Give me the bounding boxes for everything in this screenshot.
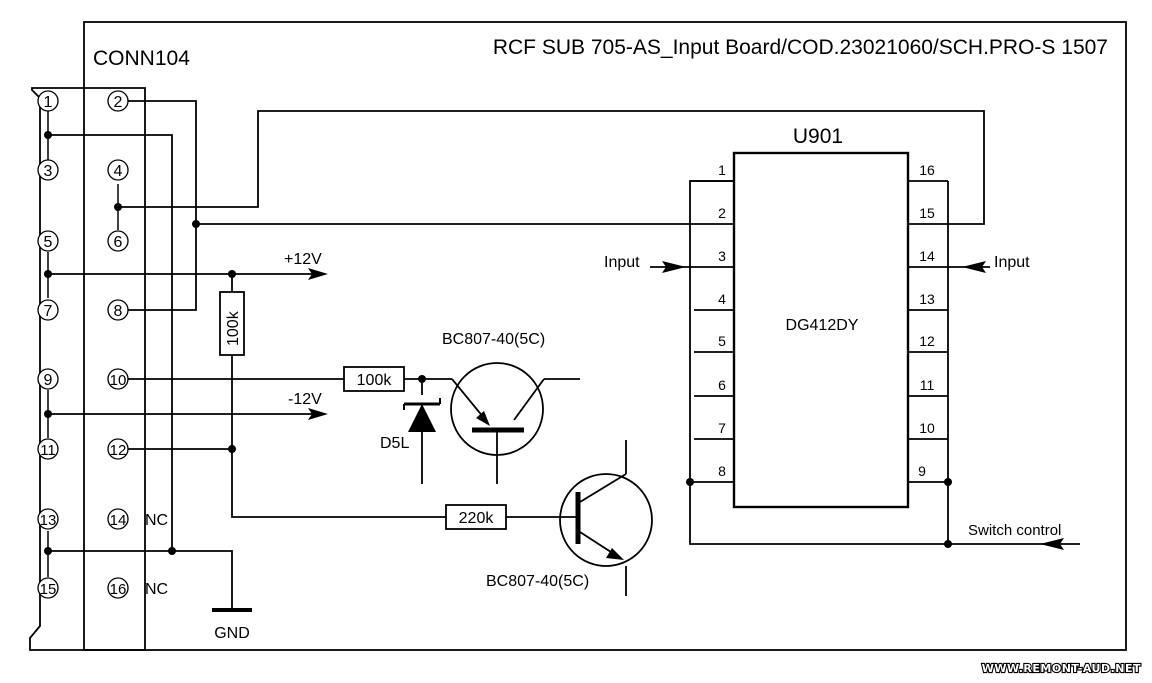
svg-text:12: 12 <box>110 442 127 459</box>
svg-text:9: 9 <box>44 372 53 389</box>
rail-pos12: +12V <box>284 251 328 280</box>
input-right: Input <box>962 254 1030 273</box>
ic-u901: U901 DG412DY 1 2 3 4 5 6 7 8 16 15 14 13… <box>690 125 948 509</box>
ic-pin-7: 7 <box>718 420 726 436</box>
ic-pin-13: 13 <box>919 291 935 307</box>
svg-text:Input: Input <box>994 254 1030 271</box>
connector-pin-4: 4 <box>107 159 129 181</box>
ic-body <box>732 151 910 509</box>
transistor-lower: BC807-40(5C) <box>486 440 653 596</box>
svg-text:5: 5 <box>44 234 53 251</box>
rail-neg12: -12V <box>288 391 328 420</box>
board-frame <box>83 21 1127 651</box>
gnd-label: GND <box>214 625 250 642</box>
connector-pin-8: 8 <box>107 299 129 321</box>
connector-pin-7: 7 <box>37 299 59 321</box>
svg-text:1: 1 <box>44 94 53 111</box>
ic-pin-5: 5 <box>718 333 726 349</box>
nc-label-pin14: NC <box>145 512 168 529</box>
svg-text:6: 6 <box>114 234 123 251</box>
connector-pin-12: 12 <box>107 438 129 460</box>
ic-pin-2: 2 <box>718 205 726 221</box>
connector-pin-11: 11 <box>37 438 59 460</box>
svg-text:15: 15 <box>40 581 57 598</box>
ic-ref: U901 <box>793 125 843 148</box>
svg-text:100k: 100k <box>225 310 242 346</box>
ic-pin-8: 8 <box>718 463 726 479</box>
svg-text:3: 3 <box>44 163 53 180</box>
connector-pin-10: 10 <box>107 368 129 390</box>
svg-text:100k: 100k <box>357 372 393 389</box>
svg-text:Input: Input <box>604 254 640 271</box>
svg-text:220k: 220k <box>459 510 495 527</box>
ic-pin-11: 11 <box>920 377 935 393</box>
diode-d5l: D5L <box>380 379 441 484</box>
connector-pin-3: 3 <box>37 159 59 181</box>
connector-pin-14: 14 <box>107 508 129 530</box>
ground-symbol: GND <box>212 608 252 642</box>
svg-text:7: 7 <box>44 303 53 320</box>
resistor-100k-base: 100k <box>343 366 405 392</box>
ic-part: DG412DY <box>786 317 859 334</box>
connector-pin-6: 6 <box>107 230 129 252</box>
transistor-upper-label: BC807-40(5C) <box>442 331 545 348</box>
connector-pin-1: 1 <box>37 90 59 112</box>
ic-pin-9: 9 <box>918 463 926 479</box>
diode-label: D5L <box>380 435 409 452</box>
ic-pin-3: 3 <box>718 248 726 264</box>
ic-pin-12: 12 <box>919 333 935 349</box>
nc-label-pin16: NC <box>145 581 168 598</box>
ic-pin-15: 15 <box>919 205 935 221</box>
connector-pin-5: 5 <box>37 230 59 252</box>
switch-control: Switch control <box>968 522 1080 550</box>
ic-pin-14: 14 <box>919 248 935 264</box>
ic-pin-4: 4 <box>718 291 726 307</box>
ic-pin-10: 10 <box>919 420 935 436</box>
ic-pin-1: 1 <box>718 162 726 178</box>
svg-text:16: 16 <box>110 581 127 598</box>
connector-pin-13: 13 <box>37 508 59 530</box>
ic-pin-16: 16 <box>919 162 935 178</box>
ic-pin-6: 6 <box>718 377 726 393</box>
transistor-upper: BC807-40(5C) <box>442 331 580 484</box>
svg-text:14: 14 <box>110 512 127 529</box>
connector-name: CONN104 <box>93 47 190 70</box>
connector-pin-15: 15 <box>37 577 59 599</box>
svg-text:8: 8 <box>114 303 123 320</box>
connector-pin-2: 2 <box>107 90 129 112</box>
svg-text:-12V: -12V <box>288 391 322 408</box>
svg-text:10: 10 <box>110 372 127 389</box>
resistor-220k: 220k <box>445 504 507 530</box>
svg-text:4: 4 <box>114 163 123 180</box>
svg-text:13: 13 <box>40 512 57 529</box>
connector-pin-9: 9 <box>37 368 59 390</box>
svg-text:+12V: +12V <box>284 251 322 268</box>
svg-text:Switch control: Switch control <box>968 522 1061 539</box>
resistor-100k-vertical: 100k <box>219 291 245 356</box>
junction-dots <box>44 131 952 555</box>
schematic-title: RCF SUB 705-AS_Input Board/COD.23021060/… <box>493 36 1108 59</box>
connector-body <box>29 87 146 651</box>
connector-conn104: CONN104 1 2 3 4 5 6 <box>29 47 190 651</box>
transistor-lower-label: BC807-40(5C) <box>486 573 589 590</box>
svg-text:2: 2 <box>114 94 123 111</box>
connector-pin-16: 16 <box>107 577 129 599</box>
svg-text:11: 11 <box>40 442 56 459</box>
input-left: Input <box>604 254 686 273</box>
watermark: WWW.REMONT-AUD.NET <box>982 662 1141 675</box>
